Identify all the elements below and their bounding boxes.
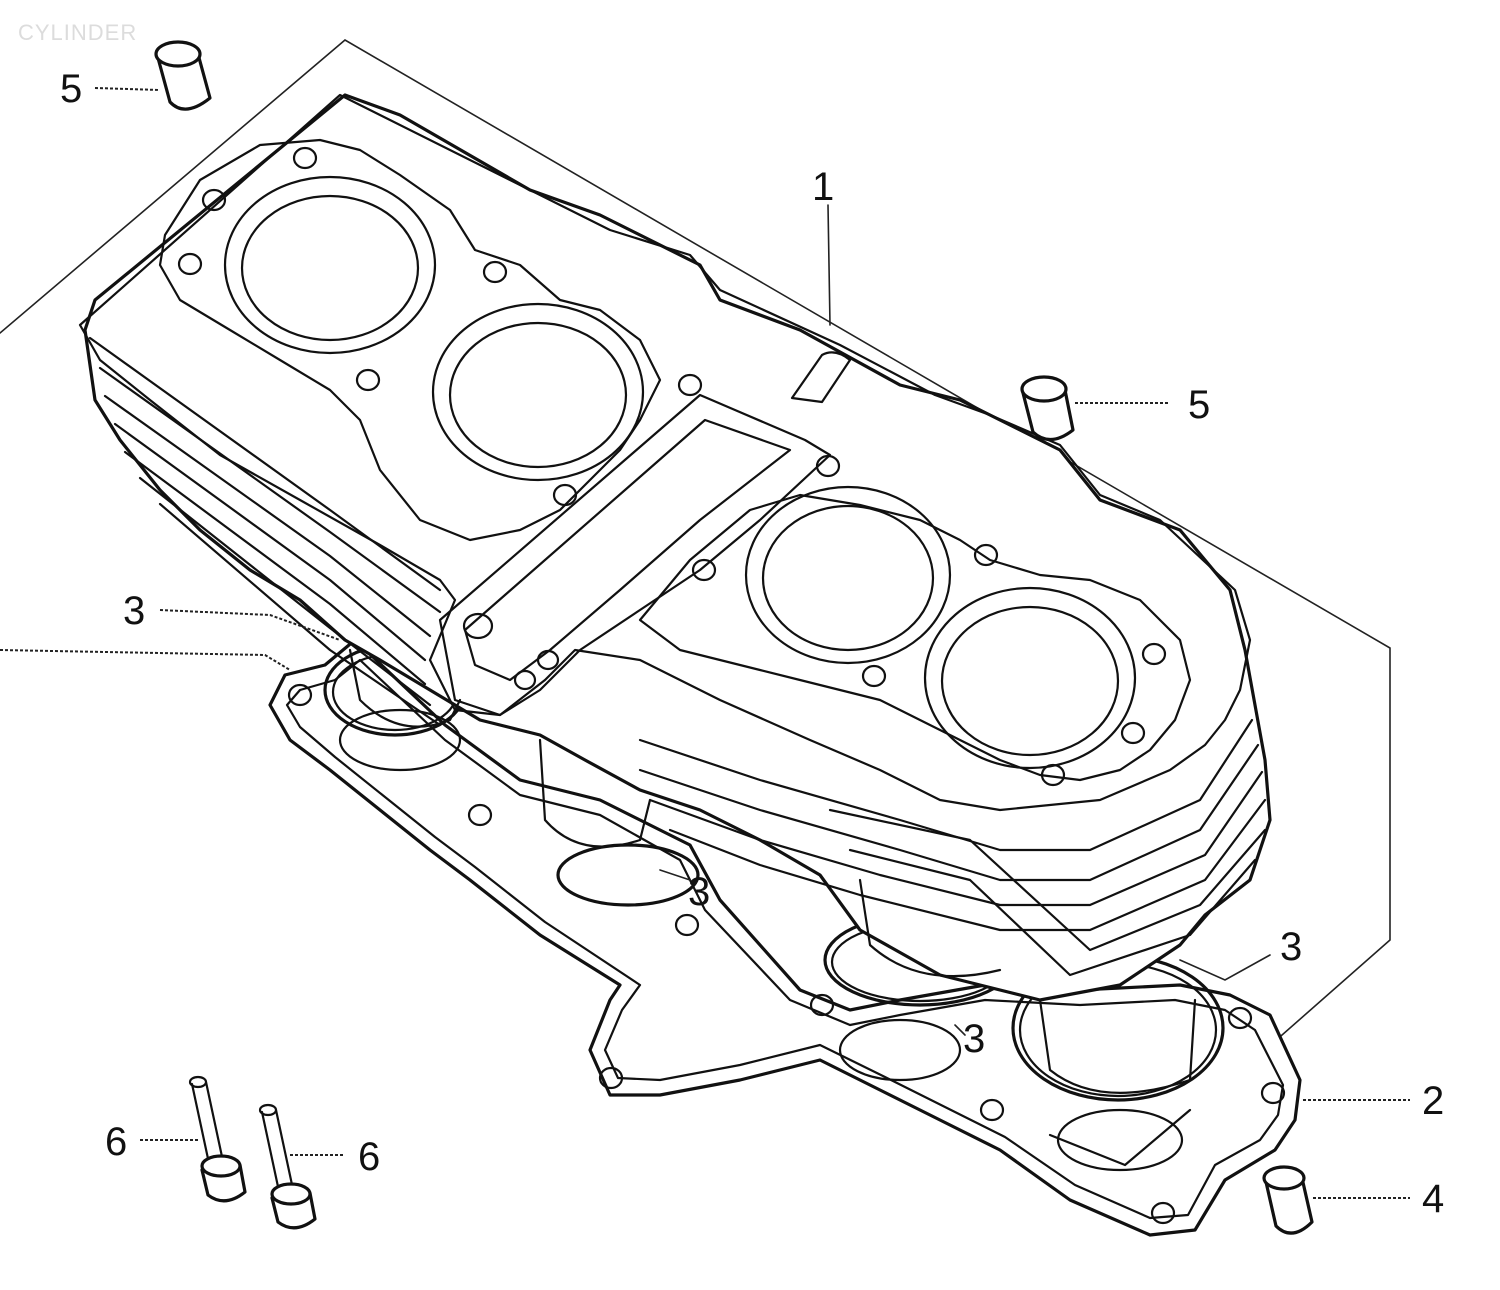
- diagram-title: CYLINDER: [18, 20, 137, 45]
- dowel-pin-5-right: [1020, 375, 1075, 442]
- callout-1: 1: [812, 165, 834, 209]
- callout-6-left: 6: [105, 1120, 127, 1164]
- callout-3-center: 3: [688, 870, 710, 914]
- dowel-pin-4: [1262, 1165, 1314, 1235]
- callout-4: 4: [1422, 1177, 1444, 1221]
- leader-lines: [94, 87, 1410, 1199]
- callout-labels: 1 2 3 3 3 3 4 5 5 6 6: [60, 67, 1444, 1221]
- bore-1: [223, 175, 437, 355]
- base-gasket: [268, 638, 1302, 1237]
- cylinder-block: [78, 93, 1272, 1094]
- bore-2: [431, 302, 645, 482]
- callout-5-left: 5: [60, 67, 82, 111]
- cooling-fins-right: [638, 718, 1267, 977]
- callout-2: 2: [1422, 1079, 1444, 1123]
- callout-5-right: 5: [1188, 383, 1210, 427]
- assembly-bracket: [0, 39, 1391, 1051]
- callout-3-right: 3: [1280, 925, 1302, 969]
- o-ring-2: [556, 843, 700, 907]
- dowel-pin-5-top: [154, 40, 212, 111]
- callout-6-right: 6: [358, 1135, 380, 1179]
- bore-4: [923, 586, 1137, 770]
- cooling-fins-left: [88, 336, 442, 727]
- bolt-6-left: [188, 1075, 247, 1203]
- bore-3: [744, 485, 952, 665]
- callout-3-lower: 3: [963, 1017, 985, 1061]
- callout-3-left: 3: [123, 589, 145, 633]
- bolt-6-right: [258, 1103, 317, 1230]
